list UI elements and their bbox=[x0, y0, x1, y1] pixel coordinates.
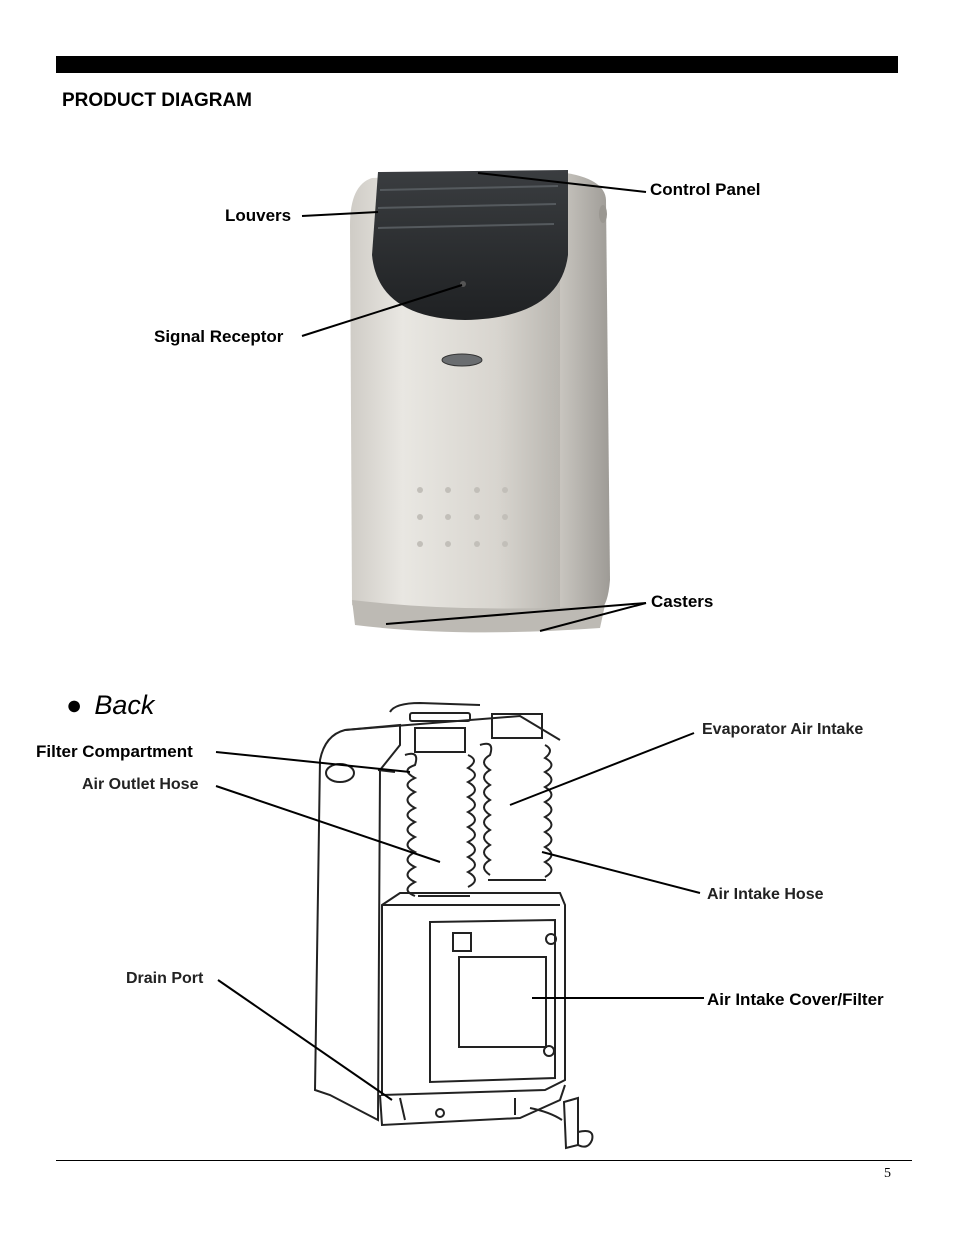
header-rule bbox=[56, 56, 898, 73]
label-filter-compartment: Filter Compartment bbox=[36, 742, 193, 761]
label-louvers: Louvers bbox=[225, 206, 292, 225]
label-casters: Casters bbox=[651, 592, 714, 611]
back-heading-text: Back bbox=[94, 690, 155, 720]
label-signal-receptor: Signal Receptor bbox=[154, 327, 284, 346]
label-air-intake-cover-filter: Air Intake Cover/Filter bbox=[707, 990, 884, 1009]
label-evaporator-air-intake: Evaporator Air Intake bbox=[702, 721, 864, 738]
page-number: 5 bbox=[884, 1166, 891, 1181]
label-drain-port: Drain Port bbox=[126, 970, 204, 987]
back-leader-lines bbox=[215, 732, 704, 1101]
label-control-panel: Control Panel bbox=[650, 180, 761, 199]
back-section-heading: ● Back bbox=[66, 690, 154, 721]
bullet-icon: ● bbox=[66, 690, 83, 720]
front-unit-illustration bbox=[350, 170, 610, 633]
footer-rule bbox=[56, 1160, 912, 1161]
label-air-outlet-hose: Air Outlet Hose bbox=[82, 776, 199, 793]
front-leader-lines bbox=[301, 172, 647, 632]
page-title: PRODUCT DIAGRAM bbox=[62, 90, 252, 111]
back-unit-illustration bbox=[313, 701, 594, 1150]
label-air-intake-hose: Air Intake Hose bbox=[707, 886, 824, 903]
